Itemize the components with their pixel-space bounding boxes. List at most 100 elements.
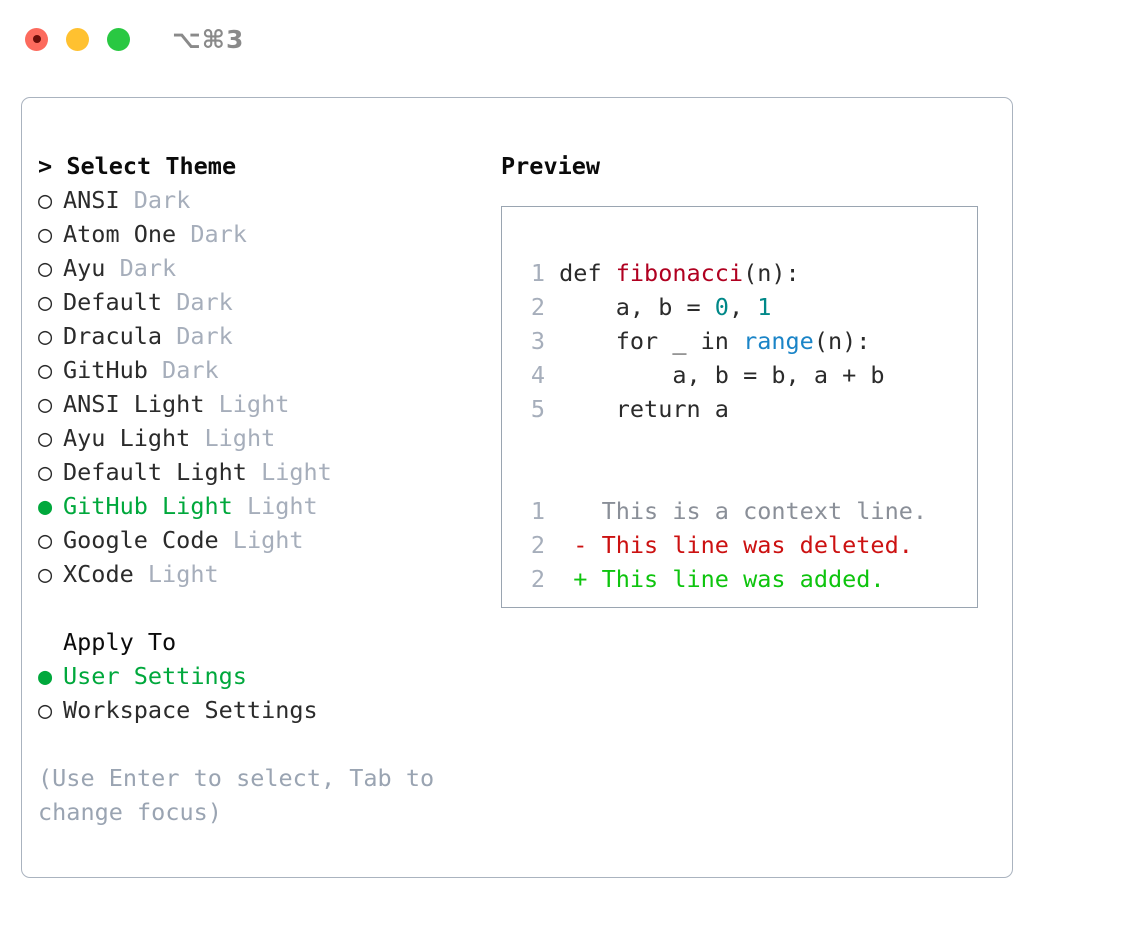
- diff-text: This line was added.: [601, 565, 885, 593]
- theme-list-item[interactable]: ○Dracula Dark: [38, 319, 488, 353]
- theme-list-item[interactable]: ○ Google Code Light: [38, 523, 488, 557]
- radio-icon: ○: [38, 526, 53, 554]
- maximize-button[interactable]: [107, 27, 130, 51]
- preview-header: Preview: [501, 152, 601, 180]
- select-theme-header: > Select Theme: [38, 149, 488, 183]
- theme-name: Dracula: [63, 322, 163, 350]
- theme-list-item[interactable]: ○ GitHub Dark: [38, 353, 488, 387]
- radio-icon: ○: [38, 560, 53, 588]
- theme-variant: Dark: [162, 356, 219, 384]
- theme-list-item[interactable]: ○ ANSI Dark: [38, 183, 488, 217]
- theme-selector-panel: > Select Theme ○ ANSI Dark ○ Atom One Dark…: [21, 97, 1013, 878]
- theme-variant: Dark: [119, 254, 177, 282]
- line-number: 1: [530, 259, 545, 287]
- theme-list-item[interactable]: ○ Ayu Dark: [38, 251, 488, 285]
- line-number: 2: [530, 293, 545, 321]
- minimize-button[interactable]: [66, 27, 89, 51]
- radio-icon: ○: [38, 220, 53, 248]
- apply-to-item-selected[interactable]: ●User Settings: [38, 659, 488, 693]
- theme-variant: Light: [246, 492, 318, 520]
- theme-name: Atom One: [63, 220, 177, 248]
- code-token: 0: [714, 293, 729, 321]
- apply-to-label: User Settings: [63, 662, 247, 690]
- theme-variant: Light: [218, 390, 290, 418]
- radio-icon: ○: [38, 322, 53, 350]
- code-token: a, b = b, a + b: [559, 361, 885, 389]
- theme-name: Default Light: [63, 458, 247, 486]
- radio-icon-selected: ●: [38, 492, 53, 520]
- window-controls: [25, 27, 130, 51]
- hint-spacer: [38, 727, 488, 761]
- diff-marker: [573, 497, 587, 525]
- theme-list-item[interactable]: ○Default Dark: [38, 285, 488, 319]
- diff-text: This line was deleted.: [601, 531, 913, 559]
- apply-to-label: Workspace Settings: [63, 696, 318, 724]
- code-token: (n):: [743, 259, 800, 287]
- theme-name: XCode: [63, 560, 134, 588]
- hint-line-1: (Use Enter to select, Tab to: [38, 764, 435, 792]
- theme-variant: Dark: [133, 186, 191, 214]
- code-token: for _ in: [559, 327, 744, 355]
- diff-marker: +: [573, 565, 588, 593]
- code-blank-line: [523, 426, 977, 460]
- preview-box: 1 def fibonacci(n): 2 a, b = 0, 1 3 for …: [501, 206, 978, 608]
- theme-list-item[interactable]: ○Ayu Light Light: [38, 421, 488, 455]
- radio-icon: ○: [38, 390, 53, 418]
- code-token: (n):: [813, 327, 871, 355]
- diff-text: This is a context line.: [601, 497, 928, 525]
- preview-column: Preview 1 def fibonacci(n): 2 a, b = 0, …: [501, 149, 1001, 608]
- theme-list-item[interactable]: ○Default Light Light: [38, 455, 488, 489]
- theme-name: GitHub: [63, 356, 148, 384]
- radio-icon: ○: [38, 186, 53, 214]
- code-token: ,: [728, 293, 758, 321]
- code-line: 3 for _ in range(n):: [523, 324, 977, 358]
- code-token: fibonacci: [615, 259, 744, 287]
- code-line: 1 def fibonacci(n):: [523, 256, 977, 290]
- theme-list-item-selected[interactable]: ●GitHub Light Light: [38, 489, 488, 523]
- diff-line-deleted: 2 - This line was deleted.: [523, 528, 977, 562]
- theme-variant: Light: [147, 560, 219, 588]
- theme-list-item[interactable]: ○ ANSI Light Light: [38, 387, 488, 421]
- line-number: 2: [530, 565, 545, 593]
- line-number: 4: [530, 361, 545, 389]
- diff-line-added: 2 + This line was added.: [523, 562, 977, 596]
- caret-icon: >: [38, 152, 53, 180]
- theme-name: ANSI: [63, 186, 120, 214]
- window-titlebar: ⌥⌘3: [0, 0, 1140, 78]
- theme-variant: Dark: [190, 220, 247, 248]
- code-token: return a: [559, 395, 729, 423]
- theme-name: ANSI Light: [63, 390, 205, 418]
- radio-icon: ○: [38, 356, 53, 384]
- theme-name: Ayu Light: [63, 424, 191, 452]
- radio-icon: ○: [38, 424, 53, 452]
- close-button[interactable]: [25, 27, 48, 51]
- radio-icon: ○: [38, 288, 53, 316]
- diff-line-context: 1 This is a context line.: [523, 494, 977, 528]
- theme-list-item[interactable]: ○ XCode Light: [38, 557, 488, 591]
- theme-name: Ayu: [63, 254, 106, 282]
- list-spacer: [38, 591, 488, 625]
- theme-name: Google Code: [63, 526, 219, 554]
- radio-icon: ○: [38, 254, 53, 282]
- theme-variant: Light: [232, 526, 304, 554]
- theme-variant: Dark: [176, 288, 233, 316]
- theme-list: ○ANSI Dark ○Atom One Dark ○Ayu Dark ○Def…: [38, 183, 488, 591]
- apply-to-header: Apply To: [63, 628, 177, 656]
- line-number: 1: [530, 497, 545, 525]
- code-token: 1: [757, 293, 772, 321]
- code-token: def: [559, 259, 616, 287]
- code-token: range: [743, 327, 814, 355]
- radio-icon: ○: [38, 696, 53, 724]
- apply-to-list: ●User Settings ○ Workspace Settings: [38, 659, 488, 727]
- line-number: 2: [530, 531, 545, 559]
- theme-list-item[interactable]: ○ Atom One Dark: [38, 217, 488, 251]
- theme-selection-column: > Select Theme ○ ANSI Dark ○ Atom One Dark…: [38, 149, 488, 829]
- code-line: 4 a, b = b, a + b: [523, 358, 977, 392]
- keyboard-shortcut-label: ⌥⌘3: [172, 24, 245, 54]
- code-token: a, b =: [559, 293, 715, 321]
- line-number: 5: [530, 395, 545, 423]
- apply-to-item[interactable]: ○ Workspace Settings: [38, 693, 488, 727]
- line-number: 3: [530, 327, 545, 355]
- keyboard-hint: (Use Enter to select, Tab to change focu…: [38, 761, 488, 829]
- hint-line-2: change focus): [38, 798, 222, 826]
